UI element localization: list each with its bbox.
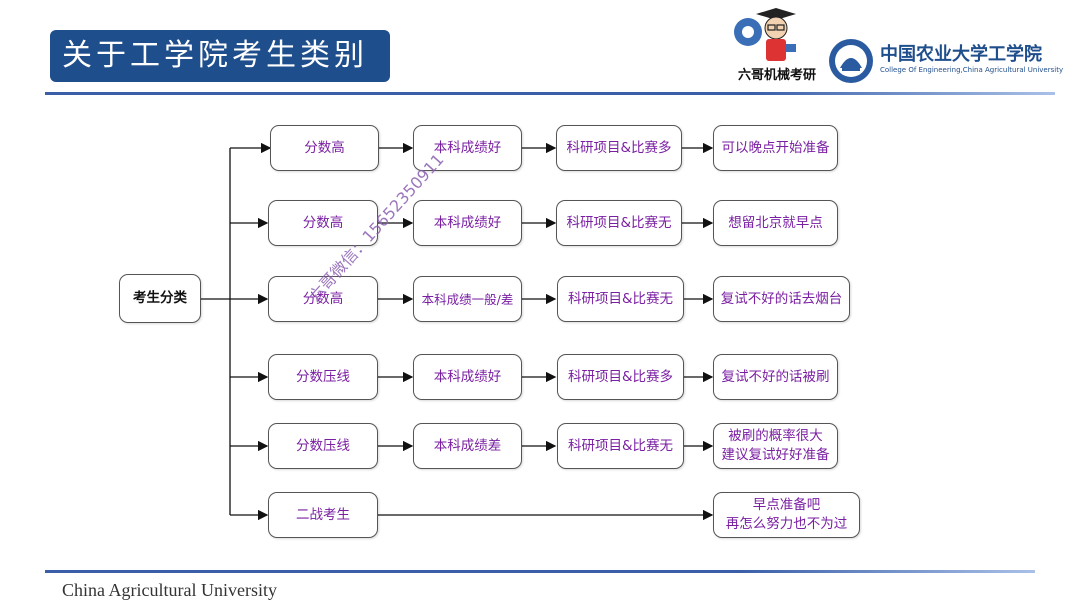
- row1-research-node: 科研项目&比赛多: [556, 125, 682, 171]
- row4-score-node: 分数压线: [268, 354, 378, 400]
- university-logo-icon: [829, 39, 873, 83]
- row2-research-node: 科研项目&比赛无: [556, 200, 682, 246]
- row1-outcome-node: 可以晚点开始准备: [713, 125, 838, 171]
- row4-outcome-node: 复试不好的话被刷: [713, 354, 838, 400]
- row3-research-node: 科研项目&比赛无: [557, 276, 684, 322]
- row5-score-node: 分数压线: [268, 423, 378, 469]
- university-name-cn: 中国农业大学工学院: [880, 44, 1042, 65]
- row5-outcome-node: 被刷的概率很大 建议复试好好准备: [713, 423, 838, 469]
- row5-research-node: 科研项目&比赛无: [557, 423, 684, 469]
- row2-grades-node: 本科成绩好: [413, 200, 522, 246]
- mascot-icon: [734, 8, 796, 61]
- row3-score-node: 分数高: [268, 276, 378, 322]
- row2-outcome-node: 想留北京就早点: [713, 200, 838, 246]
- row1-score-node: 分数高: [270, 125, 379, 171]
- root-node: 考生分类: [119, 274, 201, 323]
- row1-grades-node: 本科成绩好: [413, 125, 522, 171]
- row4-research-node: 科研项目&比赛多: [557, 354, 684, 400]
- row5-grades-node: 本科成绩差: [413, 423, 522, 469]
- row2-score-node: 分数高: [268, 200, 378, 246]
- row3-outcome-node: 复试不好的话去烟台: [713, 276, 850, 322]
- header-divider: [45, 92, 1055, 95]
- row6-score-node: 二战考生: [268, 492, 378, 538]
- row4-grades-node: 本科成绩好: [413, 354, 522, 400]
- page-title: 关于工学院考生类别: [50, 30, 390, 82]
- university-name-en: College Of Engineering,China Agricultura…: [880, 66, 1064, 74]
- row5-outcome-line2: 建议复试好好准备: [721, 447, 830, 463]
- row5-outcome-line1: 被刷的概率很大: [728, 428, 823, 444]
- row6-outcome-line1: 早点准备吧: [752, 497, 821, 513]
- row6-outcome-node: 早点准备吧 再怎么努力也不为过: [713, 492, 860, 538]
- mascot-label: 六哥机械考研: [737, 68, 816, 83]
- row6-outcome-line2: 再怎么努力也不为过: [725, 516, 848, 532]
- row3-grades-node: 本科成绩一般/差: [413, 276, 522, 322]
- footer-text: China Agricultural University: [62, 580, 277, 600]
- footer-divider: [45, 570, 1035, 573]
